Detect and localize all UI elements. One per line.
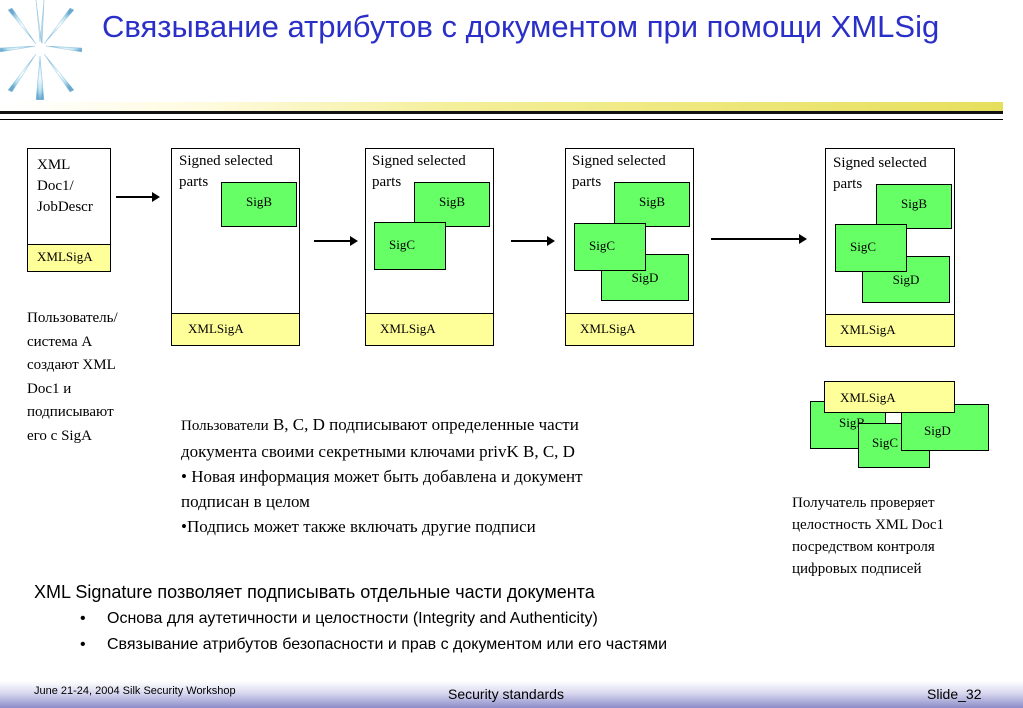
bottom-headline: XML Signature позволяет подписывать отде… — [34, 582, 595, 602]
panel-2-header: Signed selected parts — [372, 153, 466, 190]
panel-1-xmlsiga-label: XMLSigA — [188, 321, 244, 336]
left-caption: Пользователь/ система А создают XML Doc1… — [27, 307, 167, 448]
footer-left: June 21-24, 2004 Silk Security Workshop — [34, 685, 236, 697]
panel-3-xmlsiga: XMLSigA — [565, 313, 694, 346]
panel-4-sigb: SigB — [876, 184, 952, 229]
doc-xmlsiga-label: XMLSigA — [37, 249, 93, 264]
verify-xmlsiga: XMLSigA — [824, 381, 955, 413]
center-text: Пользователи B, C, D подписывают определ… — [181, 412, 781, 539]
panel-4-header: Signed selected parts — [833, 155, 927, 192]
panel-2-xmlsiga-label: XMLSigA — [380, 321, 436, 336]
bullet-dot-1: • — [80, 610, 86, 627]
bullet-dot-2: • — [80, 636, 86, 653]
panel-3-sigc-label: SigC — [589, 238, 616, 253]
panel-4-sigd-label: SigD — [892, 272, 920, 287]
panel-1-sigb-label: SigB — [245, 194, 272, 209]
panel-3-sigc: SigC — [574, 223, 646, 271]
star-logo-icon — [0, 0, 82, 100]
center-line-5: •Подпись может также включать другие под… — [181, 517, 536, 536]
panel-1-header: Signed selected parts — [179, 153, 273, 190]
panel-1-xmlsiga: XMLSigA — [171, 313, 300, 346]
doc-line-1: XML — [37, 157, 71, 173]
arrow-2 — [314, 236, 358, 246]
arrow-1 — [116, 192, 160, 202]
verify-xmlsiga-label: XMLSigA — [840, 390, 896, 405]
arrow-4 — [711, 234, 807, 244]
title-rule-dark — [0, 111, 1003, 114]
center-line-4: подписан в целом — [181, 492, 310, 511]
left-caption-2: система А — [27, 333, 93, 350]
left-caption-6: его с SigA — [27, 427, 92, 444]
panel-1-sigb: SigB — [221, 182, 297, 227]
doc-line-3: JobDescr — [37, 199, 93, 215]
panel-3-sigb-label: SigB — [638, 194, 665, 209]
slide-title: Связывание атрибутов с документом при по… — [102, 9, 940, 44]
right-caption: Получатель проверяет целостность XML Doc… — [792, 492, 1002, 580]
panel-3-xmlsiga-label: XMLSigA — [580, 321, 636, 336]
center-line-3: • Новая информация может быть добавлена … — [181, 467, 583, 486]
panel-2-sigb: SigB — [414, 182, 490, 227]
panel-2-xmlsiga: XMLSigA — [365, 313, 494, 346]
footer-bar — [0, 681, 1023, 708]
panel-4-sigc-label: SigC — [850, 239, 877, 254]
left-caption-1: Пользователь/ — [27, 310, 118, 326]
center-line-2: документа своими секретными ключами priv… — [181, 442, 575, 461]
right-caption-2: целостность XML Doc1 — [792, 517, 944, 533]
panel-3-sigd-label: SigD — [631, 270, 659, 285]
center-line-1: B, C, D подписывают определенные части — [268, 415, 579, 434]
panel-3-sigb: SigB — [614, 182, 690, 227]
verify-sigc-label: SigC — [872, 435, 899, 450]
right-caption-3: посредством контроля — [792, 539, 935, 555]
left-caption-5: подписывают — [27, 404, 114, 420]
panel-2-sigc: SigC — [374, 222, 446, 270]
panel-3-header: Signed selected parts — [572, 153, 666, 190]
panel-2-sigb-label: SigB — [438, 194, 465, 209]
title-rule — [0, 102, 1003, 111]
bottom-bullet-2-text: Связывание атрибутов безопасности и прав… — [107, 636, 668, 653]
verify-sigd-label: SigD — [924, 423, 951, 438]
bottom-bullet-1-text: Основа для аутетичности и целостности (I… — [107, 610, 598, 627]
arrow-3 — [511, 236, 555, 246]
panel-4-xmlsiga: XMLSigA — [825, 314, 955, 347]
footer-right: Slide_32 — [927, 686, 982, 702]
panel-4-xmlsiga-label: XMLSigA — [840, 322, 896, 337]
panel-4-sigb-label: SigB — [900, 196, 927, 211]
footer-center: Security standards — [448, 686, 564, 702]
left-caption-3: создают XML — [27, 357, 116, 373]
thin-rule — [0, 119, 1003, 120]
doc-line-2: Doc1/ — [37, 178, 74, 194]
left-caption-4: Doc1 и — [27, 380, 72, 397]
right-caption-1: Получатель проверяет — [792, 495, 935, 511]
right-caption-4: цифровых подписей — [792, 561, 922, 577]
panel-2-sigc-label: SigC — [389, 237, 416, 252]
center-line-1-small: Пользователи — [181, 418, 269, 434]
panel-4-sigc: SigC — [835, 224, 907, 272]
doc-xmlsiga-bar: XMLSigA — [27, 244, 111, 272]
